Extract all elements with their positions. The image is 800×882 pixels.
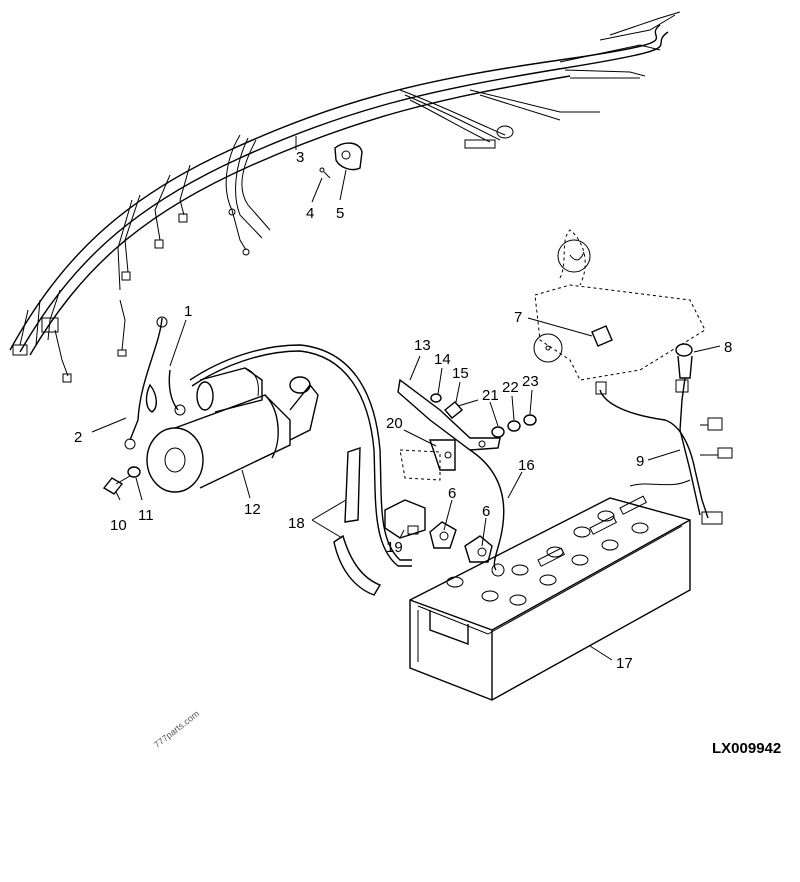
strap-washer (430, 393, 442, 403)
callout-10: 10 (110, 517, 127, 534)
battery-clamp-right (464, 535, 493, 563)
callout-2: 2 (74, 429, 82, 446)
callout-15: 15 (452, 365, 469, 382)
panel-outline (533, 229, 706, 381)
callout-23: 23 (522, 373, 539, 390)
callout-3: 3 (296, 149, 304, 166)
washers-set (491, 414, 537, 438)
callout-9: 9 (636, 453, 644, 470)
protective-sleeve (333, 447, 382, 596)
terminal-connector (384, 499, 426, 539)
callout-20: 20 (386, 415, 403, 432)
battery-cable (469, 449, 505, 577)
callout-17: 17 (616, 655, 633, 672)
callout-4: 4 (306, 205, 314, 222)
washer (127, 466, 141, 478)
wiring-lead (595, 377, 733, 525)
reference-code: LX009942 (712, 740, 782, 757)
socket (675, 343, 693, 379)
callout-16: 16 (518, 457, 535, 474)
callout-1: 1 (184, 303, 192, 320)
callout-7: 7 (514, 309, 522, 326)
callout-8: 8 (724, 339, 732, 356)
callout-11: 11 (138, 507, 154, 524)
earth-strap (397, 378, 501, 451)
callout-14: 14 (434, 351, 451, 368)
starter-motor (146, 367, 319, 493)
callout-18: 18 (288, 515, 305, 532)
callout-12: 12 (244, 501, 261, 518)
bolt (102, 475, 131, 495)
callout-22: 22 (502, 379, 519, 396)
callout-21: 21 (482, 387, 499, 404)
clip-screw (319, 167, 331, 179)
callout-6b: 6 (482, 503, 490, 520)
wiring-harness (9, 11, 681, 383)
leader-lines (91, 136, 721, 661)
mounting-bracket (399, 439, 456, 481)
callout-19: 19 (386, 539, 403, 556)
harness-clip (334, 142, 363, 171)
starter-cables (124, 316, 412, 567)
callout-5: 5 (336, 205, 344, 222)
battery (409, 495, 691, 701)
callout-13: 13 (414, 337, 431, 354)
strap-bolt (443, 399, 479, 419)
callout-6a: 6 (448, 485, 456, 502)
switch (591, 325, 613, 347)
battery-clamp-left (429, 521, 457, 549)
